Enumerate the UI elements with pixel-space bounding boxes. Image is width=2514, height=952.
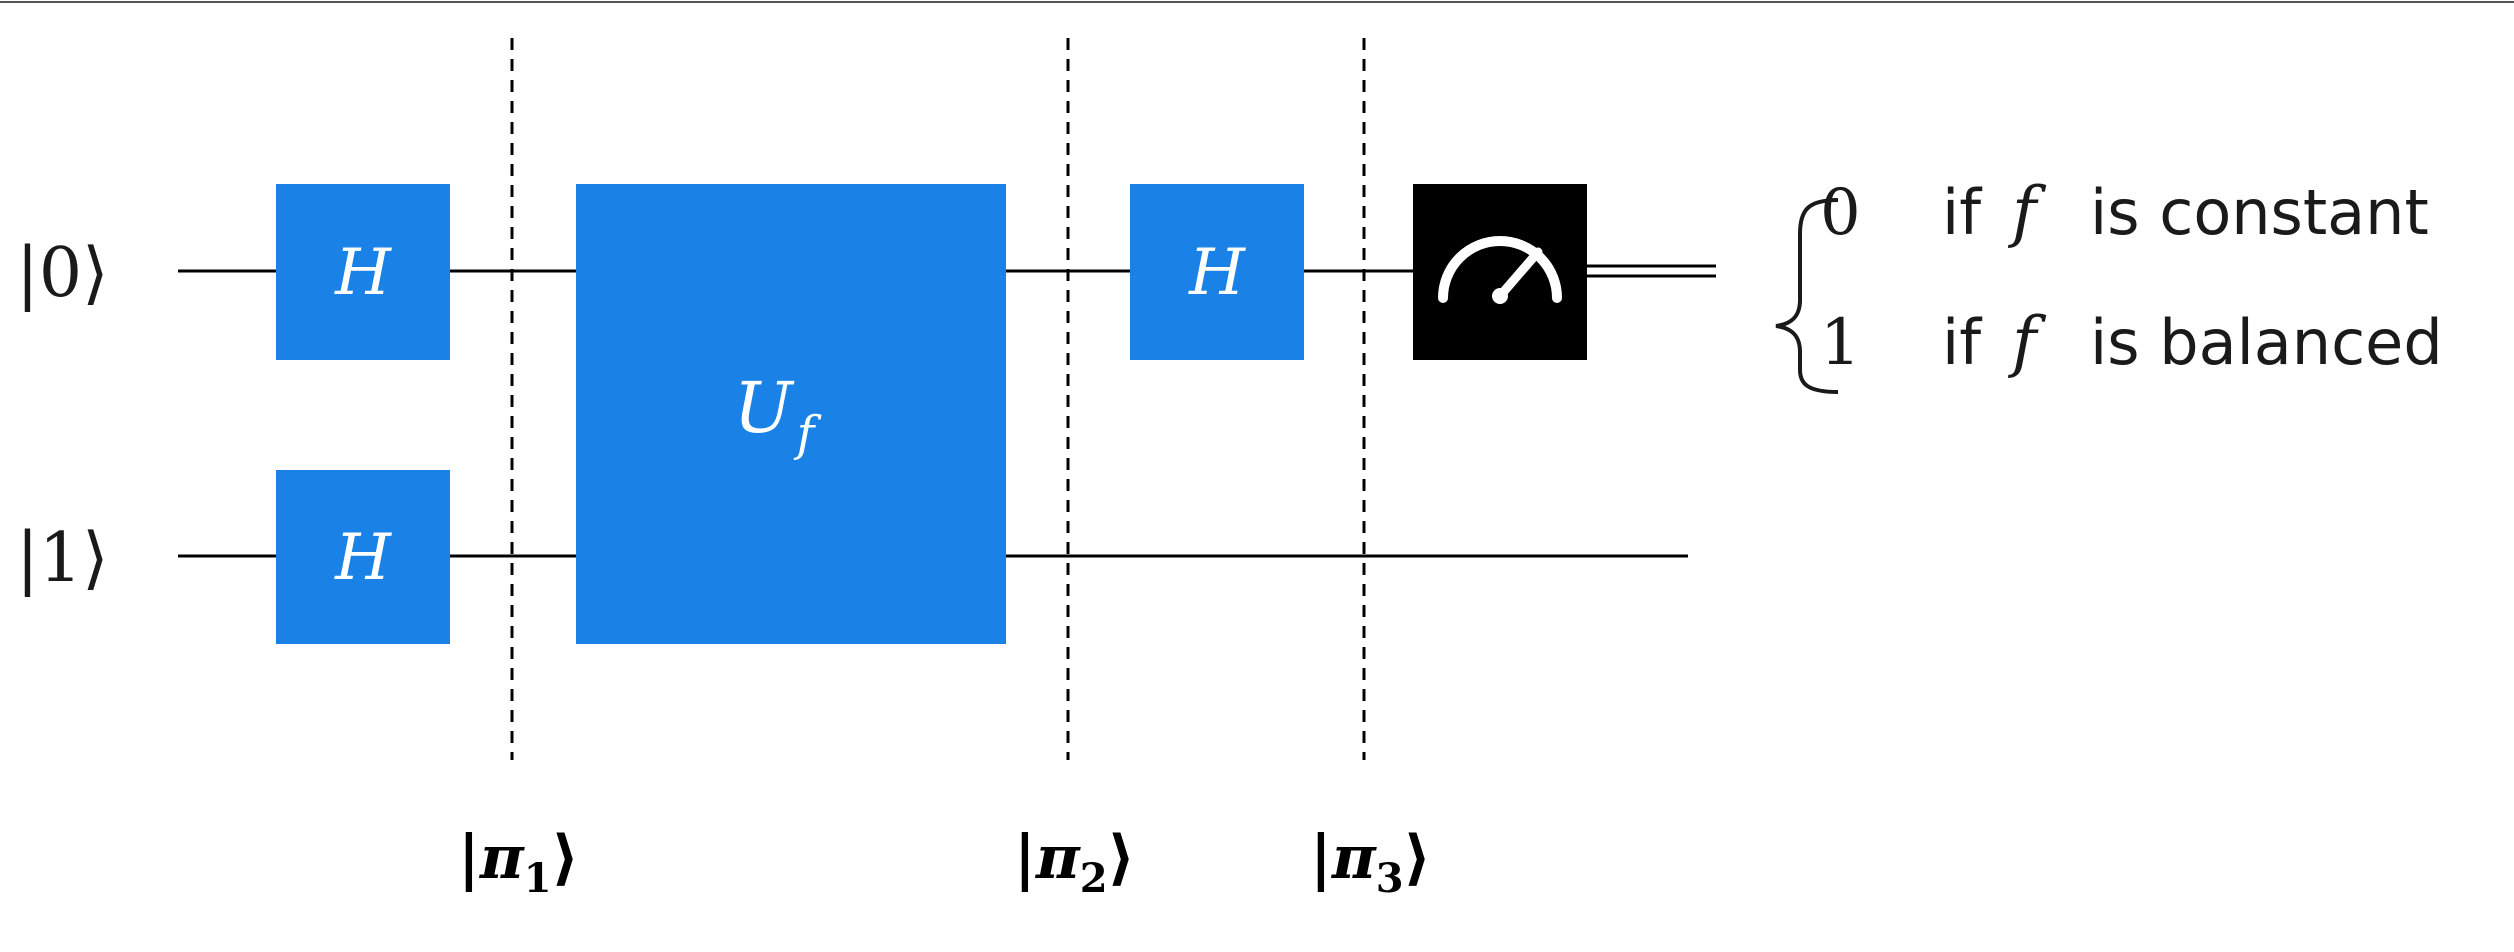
pi-index: 3 [1376,855,1404,902]
hadamard-gate-box [276,470,450,644]
hadamard-gate-q0-first: H [276,184,450,360]
pi-symbol: π [1331,823,1377,893]
hadamard-gate-label: H [334,521,392,595]
measurement-gate [1413,184,1587,360]
outcome-description: is constant [2090,176,2429,249]
pi-symbol: π [1035,823,1081,893]
meter-pivot [1492,288,1508,304]
barrier-label-pi-2: |π2⟩ [1014,823,1135,902]
outcome-if: if [1942,306,1983,379]
oracle-gate-box [576,184,1006,644]
input-ket-1: |1⟩ [16,519,109,598]
measurement-gate-box [1413,184,1587,360]
outcome-row-balanced: 1 if f is balanced [1820,303,2443,380]
hadamard-gate-box [1130,184,1304,360]
pi-symbol: π [479,823,525,893]
left-brace-icon [1775,198,1839,394]
hadamard-gate-label: H [334,236,392,310]
oracle-gate-uf: Uf [576,184,1006,644]
meter-needle [1495,247,1543,301]
hadamard-gate-q0-second: H [1130,184,1304,360]
hadamard-gate-q1: H [276,470,450,644]
oracle-base: U [734,367,795,449]
hadamard-gate-box [276,184,450,360]
outcome-if: if [1942,176,1983,249]
barrier-label-pi-1: |π1⟩ [458,823,579,902]
outcome-digit: 1 [1820,306,1861,380]
meter-icon [1438,236,1562,303]
outcome-description: is balanced [2090,306,2443,379]
barrier-label-pi-3: |π3⟩ [1310,823,1431,902]
input-ket-0: |0⟩ [16,234,109,313]
outcome-cases: 0 if f is constant 1 if f is balanced [1775,173,2443,394]
pi-index: 2 [1080,855,1108,902]
outcome-row-constant: 0 if f is constant [1820,173,2429,250]
hadamard-gate-label: H [1188,236,1246,310]
outcome-function-symbol: f [2007,173,2047,250]
pi-index: 1 [524,855,552,902]
outcome-digit: 0 [1820,176,1861,250]
outcome-function-symbol: f [2007,303,2047,380]
